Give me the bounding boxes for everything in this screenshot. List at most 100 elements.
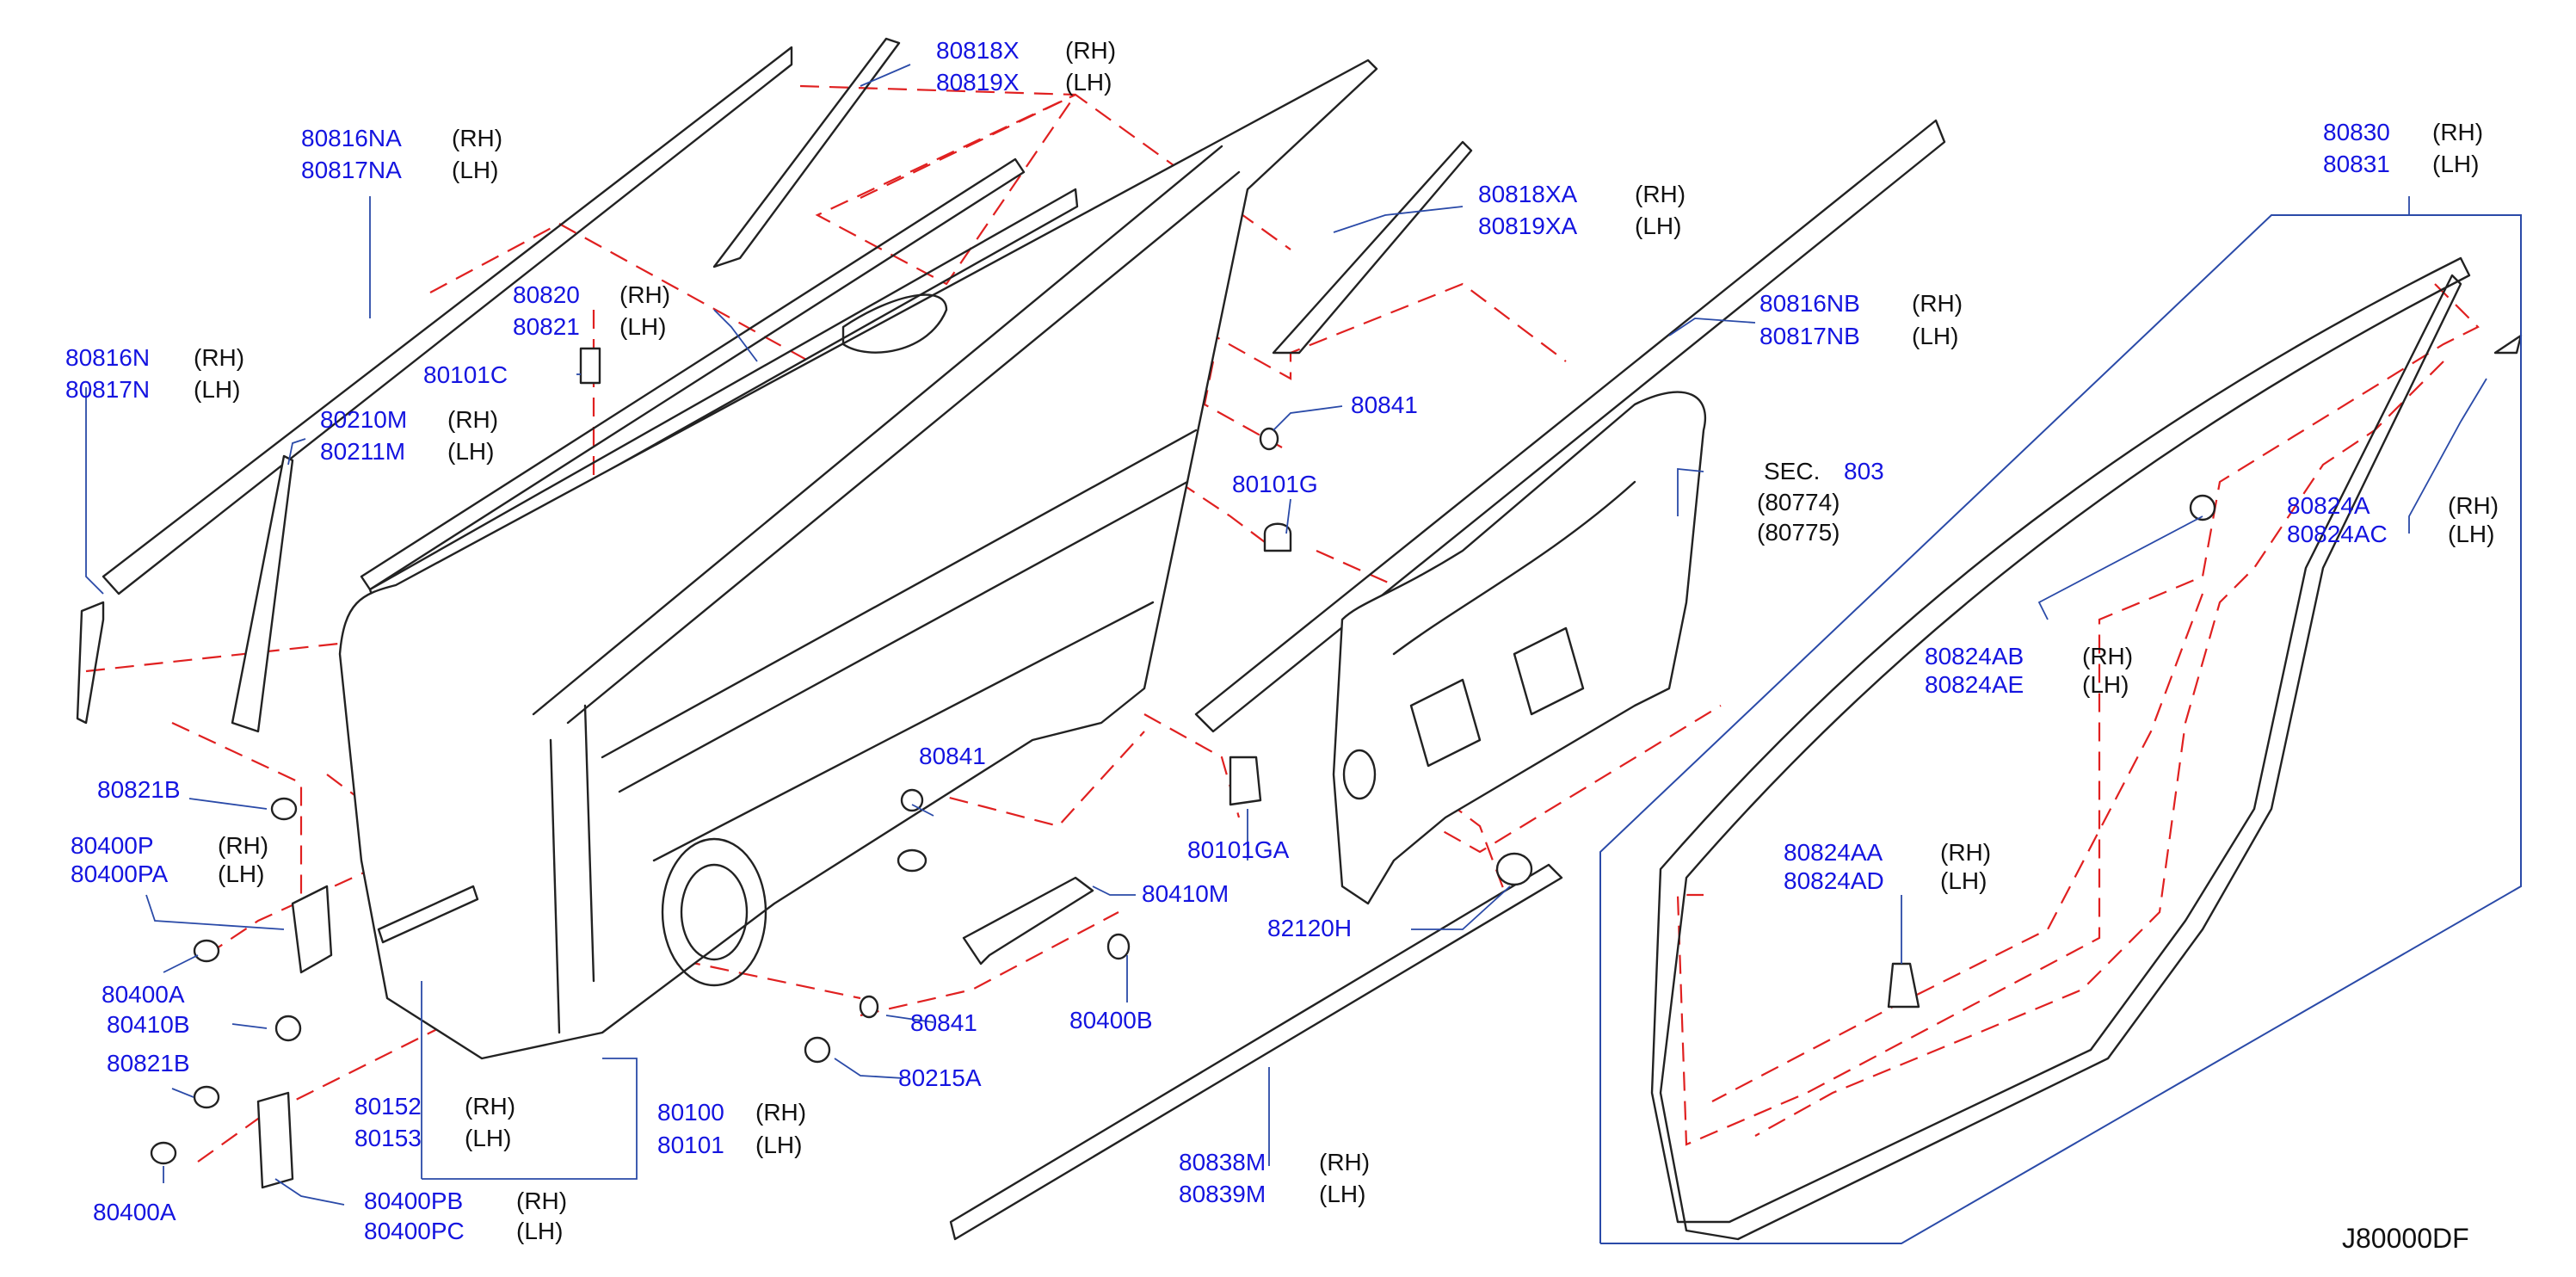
sec-ref-1: (80774) (1757, 489, 1840, 515)
side-label-lh: (LH) (516, 1218, 563, 1244)
part-number-rh: 80816N (65, 344, 150, 371)
callout-80824AB[interactable]: 80824AB (RH) 80824AE (LH) (1925, 643, 2133, 698)
hinge-lower (256, 1091, 294, 1189)
side-label-rh: (RH) (1940, 839, 1991, 866)
door-trim-panel-sec (1332, 391, 1707, 905)
part-number-lh: 80819X (936, 69, 1020, 96)
callout-80821B-top[interactable]: 80821B (97, 776, 181, 803)
fastener-parts (150, 334, 2523, 1165)
part-number-rh: 80100 (657, 1099, 724, 1126)
callout-80830[interactable]: 80830 (RH) 80831 (LH) (2323, 119, 2483, 177)
part-number-rh: 80820 (513, 281, 580, 308)
callout-80400A-top[interactable]: 80400A (102, 981, 185, 1008)
part-number: 80400B (1069, 1007, 1153, 1033)
part-number-rh: 80210M (320, 406, 407, 433)
callout-80824AA[interactable]: 80824AA (RH) 80824AD (LH) (1784, 839, 1991, 894)
callout-80100[interactable]: 80100 (RH) 80101 (LH) (657, 1099, 806, 1158)
callout-sec-803[interactable]: SEC. 803 (80774) (80775) (1757, 458, 1884, 546)
side-label-lh: (LH) (2082, 671, 2129, 698)
part-number-lh: 80101 (657, 1132, 724, 1158)
part-number-rh: 80818X (936, 37, 1020, 64)
side-label-rh: (RH) (2448, 492, 2499, 519)
part-number: 80410M (1142, 880, 1229, 907)
side-label-lh: (LH) (755, 1132, 802, 1158)
part-number-rh: 80824AB (1925, 643, 2024, 669)
side-label-rh: (RH) (465, 1093, 515, 1120)
part-number-rh: 80824A (2287, 492, 2370, 519)
sec-ref-2: (80775) (1757, 519, 1840, 546)
side-label-rh: (RH) (619, 281, 670, 308)
callout-80152[interactable]: 80152 (RH) 80153 (LH) (354, 1093, 515, 1151)
side-label-rh: (RH) (2432, 119, 2483, 145)
side-label-lh: (LH) (619, 313, 666, 340)
window-sash-molding-front (712, 37, 901, 268)
callout-80210M[interactable]: 80210M (RH) 80211M (LH) (320, 406, 498, 465)
callout-80400P[interactable]: 80400P (RH) 80400PA (LH) (71, 832, 268, 887)
side-label-lh: (LH) (465, 1125, 511, 1151)
callout-80101GA[interactable]: 80101GA (1187, 836, 1290, 863)
callout-80838M[interactable]: 80838M (RH) 80839M (LH) (1179, 1149, 1370, 1207)
side-label-rh: (RH) (1319, 1149, 1370, 1175)
side-label-lh: (LH) (452, 157, 498, 183)
callout-80101C[interactable]: 80101C (423, 361, 508, 388)
sash-bracket (231, 454, 294, 733)
door-weatherstrip (1650, 256, 2471, 1241)
part-number: 80821B (97, 776, 181, 803)
side-label-lh: (LH) (2432, 151, 2479, 177)
side-label-lh: (LH) (1635, 213, 1681, 239)
callout-80824A[interactable]: 80824A (RH) 80824AC (LH) (2287, 492, 2499, 547)
sec-number: 803 (1844, 458, 1884, 484)
callout-80818XA[interactable]: 80818XA (RH) 80819XA (LH) (1478, 181, 1685, 239)
callout-80400PB[interactable]: 80400PB (RH) 80400PC (LH) (364, 1188, 567, 1244)
part-number: 80841 (1351, 392, 1418, 418)
side-label-rh: (RH) (1912, 290, 1963, 317)
rear-window-sash (1272, 140, 1473, 355)
part-number: 80400A (93, 1199, 176, 1225)
callout-80816NA[interactable]: 80816NA (RH) 80817NA (LH) (301, 125, 502, 183)
side-label-lh: (LH) (194, 376, 240, 403)
part-number: 80101C (423, 361, 508, 388)
callout-80410B[interactable]: 80410B (107, 1011, 190, 1038)
callout-80215A[interactable]: 80215A (898, 1064, 982, 1091)
part-number: 80410B (107, 1011, 190, 1038)
roof-drip-molding-inner (1194, 119, 1946, 733)
callout-80841-mid[interactable]: 80841 (919, 743, 986, 769)
callout-82120H[interactable]: 82120H (1267, 915, 1352, 941)
side-label-lh: (LH) (1319, 1181, 1365, 1207)
part-number-lh: 80821 (513, 313, 580, 340)
side-label-rh: (RH) (516, 1188, 567, 1214)
side-label-rh: (RH) (447, 406, 498, 433)
part-number-lh: 80824AD (1784, 867, 1884, 894)
callout-80400A-bottom[interactable]: 80400A (93, 1199, 176, 1225)
callout-80101G[interactable]: 80101G (1232, 471, 1318, 497)
callout-80841-low[interactable]: 80841 (910, 1009, 977, 1036)
callout-80816N[interactable]: 80816N (RH) 80817N (LH) (65, 344, 244, 403)
part-number-rh: 80816NA (301, 125, 402, 151)
callout-80816NB[interactable]: 80816NB (RH) 80817NB (LH) (1759, 290, 1963, 349)
callout-80818X[interactable]: 80818X (RH) 80819X (LH) (936, 37, 1116, 96)
leader-lines (85, 64, 2487, 1206)
part-number: 80215A (898, 1064, 982, 1091)
part-number-lh: 80153 (354, 1125, 422, 1151)
side-label-lh: (LH) (1940, 867, 1987, 894)
callout-80400B[interactable]: 80400B (1069, 1007, 1153, 1033)
part-number-lh: 80819XA (1478, 213, 1578, 239)
callout-80410M[interactable]: 80410M (1142, 880, 1229, 907)
callout-80841-top[interactable]: 80841 (1351, 392, 1418, 418)
lower-sill-molding (949, 863, 1563, 1241)
side-label-lh: (LH) (1912, 323, 1958, 349)
side-label-rh: (RH) (755, 1099, 806, 1126)
part-number-lh: 80824AE (1925, 671, 2024, 698)
side-label-rh: (RH) (1065, 37, 1116, 64)
side-label-lh: (LH) (1065, 69, 1112, 96)
side-label-rh: (RH) (1635, 181, 1685, 207)
part-number-rh: 80400PB (364, 1188, 463, 1214)
front-door-panel (338, 59, 1378, 1060)
part-number-rh: 80838M (1179, 1149, 1266, 1175)
part-number-lh: 80400PC (364, 1218, 465, 1244)
callout-80820[interactable]: 80820 (RH) 80821 (LH) (513, 281, 670, 340)
roof-drip-molding-outer (76, 46, 793, 725)
callout-80821B-bottom[interactable]: 80821B (107, 1050, 190, 1077)
hinge-upper (291, 885, 333, 974)
part-number: 80821B (107, 1050, 190, 1077)
